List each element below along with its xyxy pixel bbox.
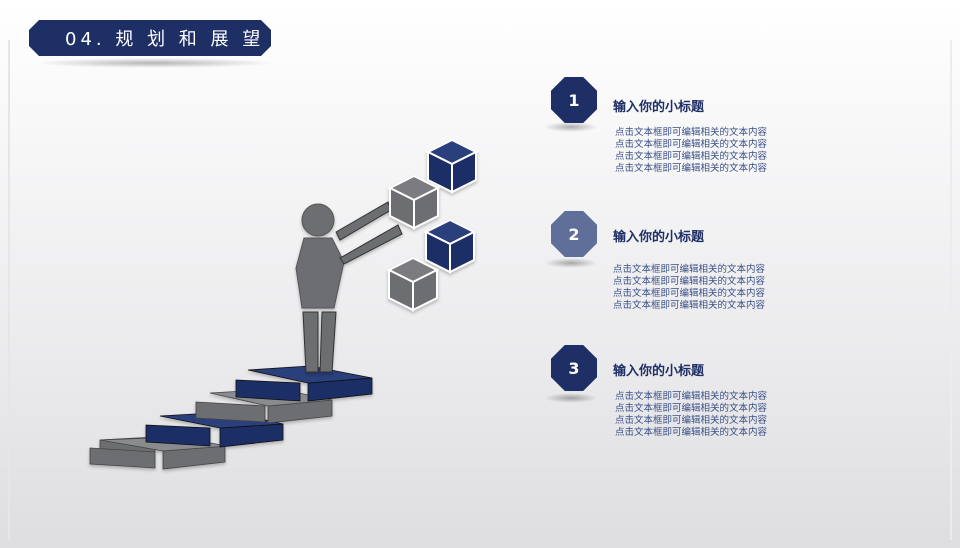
frame-left-edge xyxy=(8,40,10,540)
title-banner: 04. 规 划 和 展 望 xyxy=(29,20,271,56)
person-figure-icon xyxy=(295,201,403,373)
body-line: 点击文本框即可编辑相关的文本内容 xyxy=(615,427,768,438)
body-line: 点击文本框即可编辑相关的文本内容 xyxy=(615,415,768,426)
item-subtitle[interactable]: 输入你的小标题 xyxy=(613,364,705,379)
body-line: 点击文本框即可编辑相关的文本内容 xyxy=(615,139,768,150)
number-badge: 2 xyxy=(551,211,597,257)
body-line: 点击文本框即可编辑相关的文本内容 xyxy=(615,127,768,138)
body-line: 点击文本框即可编辑相关的文本内容 xyxy=(613,300,766,311)
item-body-text[interactable]: 点击文本框即可编辑相关的文本内容 点击文本框即可编辑相关的文本内容 点击文本框即… xyxy=(613,264,765,312)
cubes-icon xyxy=(386,138,479,312)
body-line: 点击文本框即可编辑相关的文本内容 xyxy=(613,264,766,275)
body-line: 点击文本框即可编辑相关的文本内容 xyxy=(615,391,768,402)
number-badge: 1 xyxy=(551,77,597,123)
title-shadow xyxy=(34,58,274,68)
frame-right-edge xyxy=(950,40,952,540)
item-subtitle[interactable]: 输入你的小标题 xyxy=(613,230,705,245)
badge-shadow xyxy=(544,258,598,268)
item-body-text[interactable]: 点击文本框即可编辑相关的文本内容 点击文本框即可编辑相关的文本内容 点击文本框即… xyxy=(615,127,767,175)
stairs-icon xyxy=(89,365,373,470)
body-line: 点击文本框即可编辑相关的文本内容 xyxy=(613,276,766,287)
item-body-text[interactable]: 点击文本框即可编辑相关的文本内容 点击文本框即可编辑相关的文本内容 点击文本框即… xyxy=(615,391,767,439)
body-line: 点击文本框即可编辑相关的文本内容 xyxy=(615,163,768,174)
body-line: 点击文本框即可编辑相关的文本内容 xyxy=(613,288,766,299)
item-subtitle[interactable]: 输入你的小标题 xyxy=(613,100,705,115)
body-line: 点击文本框即可编辑相关的文本内容 xyxy=(615,151,768,162)
badge-shadow xyxy=(544,393,598,403)
number-badge: 3 xyxy=(551,345,597,391)
page-title: 04. 规 划 和 展 望 xyxy=(65,29,265,50)
badge-shadow xyxy=(544,122,598,132)
body-line: 点击文本框即可编辑相关的文本内容 xyxy=(615,403,768,414)
